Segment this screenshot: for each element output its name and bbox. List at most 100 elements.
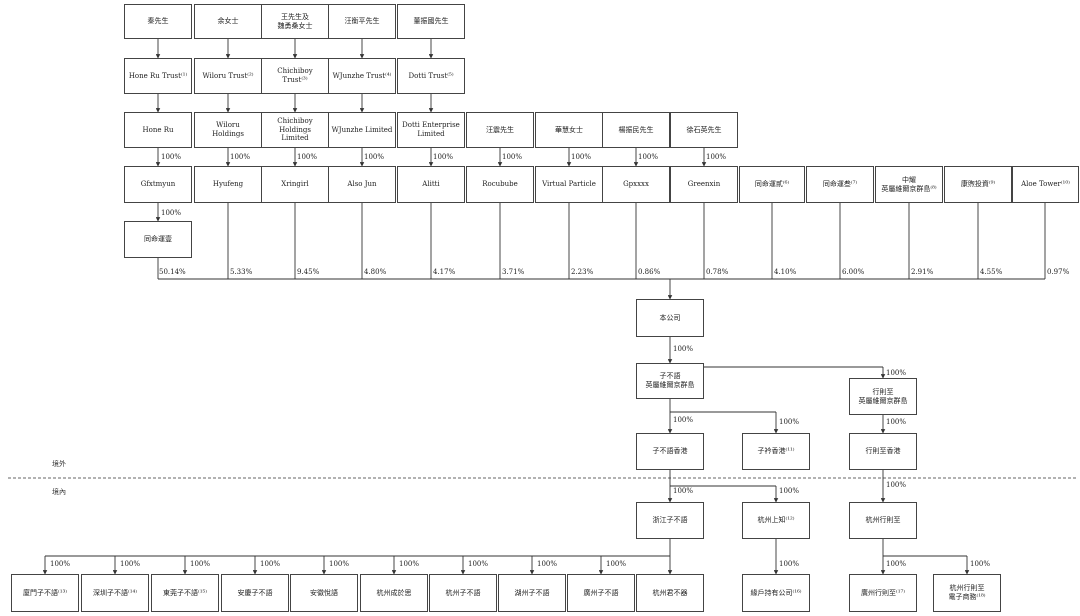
trust-chichiboy: Chichiboy Trust⁽³⁾ bbox=[261, 58, 329, 94]
xingzezhi-hk: 行則至香港 bbox=[849, 433, 917, 470]
shareholding-pct: 4.55% bbox=[980, 268, 1003, 276]
shareholder-yang: 楊振民先生 bbox=[602, 112, 670, 148]
pct-label: 100% bbox=[886, 481, 907, 489]
pct-label: 100% bbox=[50, 560, 71, 568]
pct-label: 100% bbox=[638, 153, 659, 161]
pct-label: 100% bbox=[161, 153, 182, 161]
vehicle-tongmingyun-3: 同命運叁⁽⁷⁾ bbox=[806, 166, 874, 203]
vehicle-hyufeng: Hyufeng bbox=[194, 166, 262, 203]
shareholder-xu: 徐石英先生 bbox=[670, 112, 738, 148]
shareholding-pct: 6.00% bbox=[842, 268, 865, 276]
shareholder-wang-zhen: 汪震先生 bbox=[466, 112, 534, 148]
domestic-zone-label: 境內 bbox=[52, 488, 66, 496]
shareholding-pct: 4.10% bbox=[774, 268, 797, 276]
shareholder-wang-hengping: 汪衡平先生 bbox=[328, 4, 396, 39]
vehicle-alitti: Alitti bbox=[397, 166, 465, 203]
pct-label: 100% bbox=[606, 560, 627, 568]
holding-wiloru: Wiloru Holdings bbox=[194, 112, 262, 148]
sub-shenzhen-zibuyu: 深圳子不語⁽¹⁴⁾ bbox=[81, 574, 149, 612]
pct-label: 100% bbox=[706, 153, 727, 161]
shareholding-pct: 5.33% bbox=[230, 268, 253, 276]
xingzezhi-bvi: 行則至 英屬維爾京群島 bbox=[849, 378, 917, 415]
vehicle-tongmingyun-2: 同命運貳⁽⁶⁾ bbox=[739, 166, 805, 203]
shareholder-dong: 董振國先生 bbox=[397, 4, 465, 39]
pct-label: 100% bbox=[468, 560, 489, 568]
pct-label: 100% bbox=[230, 153, 251, 161]
pct-label: 100% bbox=[297, 153, 318, 161]
zibuyu-bvi: 子不語 英屬維爾京群島 bbox=[636, 363, 704, 399]
pct-label: 100% bbox=[502, 153, 523, 161]
sub-xiamen-zibuyu: 廈門子不語⁽¹³⁾ bbox=[11, 574, 79, 612]
shareholding-pct: 4.80% bbox=[364, 268, 387, 276]
shareholding-pct: 2.23% bbox=[571, 268, 594, 276]
pct-label: 100% bbox=[571, 153, 592, 161]
shareholder-yu: 余女士 bbox=[194, 4, 262, 39]
pct-label: 100% bbox=[779, 487, 800, 495]
sub-huzhou-zibuyu: 湖州子不語 bbox=[498, 574, 566, 612]
sub-hangzhou-junbuqi: 杭州君不器 bbox=[636, 574, 704, 612]
shareholder-hua: 華慧女士 bbox=[535, 112, 603, 148]
vehicle-aloe-tower: Aloe Tower⁽¹⁰⁾ bbox=[1012, 166, 1079, 203]
pct-label: 100% bbox=[673, 345, 694, 353]
zijin-hk: 子衿香港⁽¹¹⁾ bbox=[742, 433, 810, 470]
pct-label: 100% bbox=[433, 153, 454, 161]
pct-label: 100% bbox=[364, 153, 385, 161]
vehicle-xringirl: Xringirl bbox=[261, 166, 329, 203]
pct-label: 100% bbox=[161, 209, 182, 217]
holding-hone-ru: Hone Ru bbox=[124, 112, 192, 148]
holding-wjunzhe: WJunzhe Limited bbox=[328, 112, 396, 148]
company: 本公司 bbox=[636, 299, 704, 337]
shareholding-pct: 0.97% bbox=[1047, 268, 1070, 276]
vehicle-greenxin: Greenxin bbox=[670, 166, 738, 203]
vehicle-zhongyao-bvi: 中耀 英屬維爾京群島⁽⁸⁾ bbox=[875, 166, 943, 203]
zibuyu-hk: 子不語香港 bbox=[636, 433, 704, 470]
vehicle-kangxu: 康煦投資⁽⁹⁾ bbox=[944, 166, 1012, 203]
pct-label: 100% bbox=[190, 560, 211, 568]
pct-label: 100% bbox=[779, 560, 800, 568]
pct-label: 100% bbox=[779, 418, 800, 426]
pct-label: 100% bbox=[673, 416, 694, 424]
shareholding-pct: 50.14% bbox=[159, 268, 186, 276]
shareholding-pct: 0.78% bbox=[706, 268, 729, 276]
shareholding-pct: 4.17% bbox=[433, 268, 456, 276]
vehicle-gfxtmyun: Gfxtmyun bbox=[124, 166, 192, 203]
vehicle-also-jun: Also Jun bbox=[328, 166, 396, 203]
trust-dotti: Dotti Trust⁽⁵⁾ bbox=[397, 58, 465, 94]
shareholding-pct: 2.91% bbox=[911, 268, 934, 276]
pct-label: 100% bbox=[120, 560, 141, 568]
pct-label: 100% bbox=[886, 418, 907, 426]
sub-hangzhou-xingzezhi-ecommerce: 杭州行則至 電子商務⁽¹⁸⁾ bbox=[933, 574, 1001, 612]
pct-label: 100% bbox=[673, 487, 694, 495]
shareholding-pct: 3.71% bbox=[502, 268, 525, 276]
vehicle-tongmingyun-1: 同命運壹 bbox=[124, 221, 192, 258]
pct-label: 100% bbox=[537, 560, 558, 568]
pct-label: 100% bbox=[886, 560, 907, 568]
trust-wjunzhe: WJunzhe Trust⁽⁴⁾ bbox=[328, 58, 396, 94]
shareholder-qin: 秦先生 bbox=[124, 4, 192, 39]
holding-chichiboy: Chichiboy Holdings Limited bbox=[261, 112, 329, 148]
sub-guangzhou-xingzezhi: 廣州行則至⁽¹⁷⁾ bbox=[849, 574, 917, 612]
pct-label: 100% bbox=[260, 560, 281, 568]
overseas-zone-label: 境外 bbox=[52, 460, 66, 468]
sub-anhui-yueyu: 安徽悅語 bbox=[290, 574, 358, 612]
vehicle-virtual-particle: Virtual Particle bbox=[535, 166, 603, 203]
sub-hangzhou-zibuyu: 杭州子不語 bbox=[429, 574, 497, 612]
trust-hone-ru: Hone Ru Trust⁽¹⁾ bbox=[124, 58, 192, 94]
hangzhou-shangzhi: 杭州上知⁽¹²⁾ bbox=[742, 502, 810, 539]
hangzhou-xingzezhi: 杭州行則至 bbox=[849, 502, 917, 539]
sub-yuanhu-holding: 緣戶持有公司⁽¹⁶⁾ bbox=[742, 574, 810, 612]
sub-guangzhou-zibuyu: 廣州子不語 bbox=[567, 574, 635, 612]
sub-hangzhou-chengyusi: 杭州成於思 bbox=[360, 574, 428, 612]
pct-label: 100% bbox=[399, 560, 420, 568]
shareholding-pct: 9.45% bbox=[297, 268, 320, 276]
sub-anqing-zibuyu: 安慶子不語 bbox=[221, 574, 289, 612]
trust-wiloru: Wiloru Trust⁽²⁾ bbox=[194, 58, 262, 94]
vehicle-gpxxxx: Gpxxxx bbox=[602, 166, 670, 203]
vehicle-rocubube: Rocubube bbox=[466, 166, 534, 203]
shareholder-wang-wei: 王先生及 魏勇桑女士 bbox=[261, 4, 329, 39]
pct-label: 100% bbox=[329, 560, 350, 568]
holding-dotti: Dotti Enterprise Limited bbox=[397, 112, 465, 148]
pct-label: 100% bbox=[970, 560, 991, 568]
